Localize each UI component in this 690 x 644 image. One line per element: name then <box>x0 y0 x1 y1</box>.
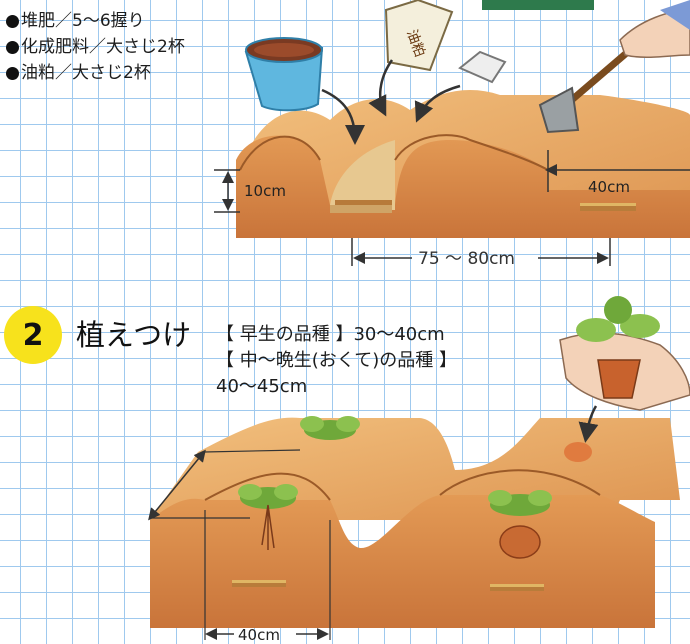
ridge-height-label: 10cm <box>244 182 286 200</box>
mid-late-variety-spacing: 40〜45cm <box>216 376 308 397</box>
seedling-icon <box>238 484 298 550</box>
ridge-soil-top <box>236 90 690 238</box>
hands-holding-seedling <box>559 296 690 411</box>
pour-arrow <box>321 88 365 145</box>
row-spacing-label: 75 〜 80cm <box>418 249 515 269</box>
hoe-tool <box>538 0 690 134</box>
step-number-badge: 2 <box>4 306 62 364</box>
seedling-icon <box>488 490 552 516</box>
bed-depth-arrow <box>148 449 206 521</box>
early-variety-spacing: 【 早生の品種 】30〜40cm <box>216 324 445 345</box>
transplant-arrow <box>578 405 599 443</box>
fertilizer-item: 堆肥／5〜6握り <box>6 8 185 34</box>
seedling-icon <box>300 416 360 440</box>
bed-width-label: 40cm <box>588 178 630 196</box>
green-tab-edge <box>482 0 594 10</box>
bullet-icon <box>6 40 19 54</box>
plant-spacing-label: 40cm <box>238 626 280 644</box>
step-title: 植えつけ <box>76 318 192 352</box>
measuring-container <box>458 50 507 84</box>
oilcake-bag <box>384 0 454 72</box>
fertilizer-list: 堆肥／5〜6握り 化成肥料／大さじ2杯 油粕／大さじ2杯 <box>6 8 185 86</box>
planting-bed <box>150 417 680 628</box>
fertilizer-item: 油粕／大さじ2杯 <box>6 60 185 86</box>
bullet-icon <box>6 14 19 28</box>
bullet-icon <box>6 66 19 80</box>
pour-arrow <box>414 84 461 123</box>
compost-bucket <box>244 37 324 112</box>
pour-arrow <box>368 59 394 117</box>
mid-late-variety-label: 【 中〜晩生(おくて)の品種 】 <box>216 350 457 371</box>
fertilizer-item: 化成肥料／大さじ2杯 <box>6 34 185 60</box>
